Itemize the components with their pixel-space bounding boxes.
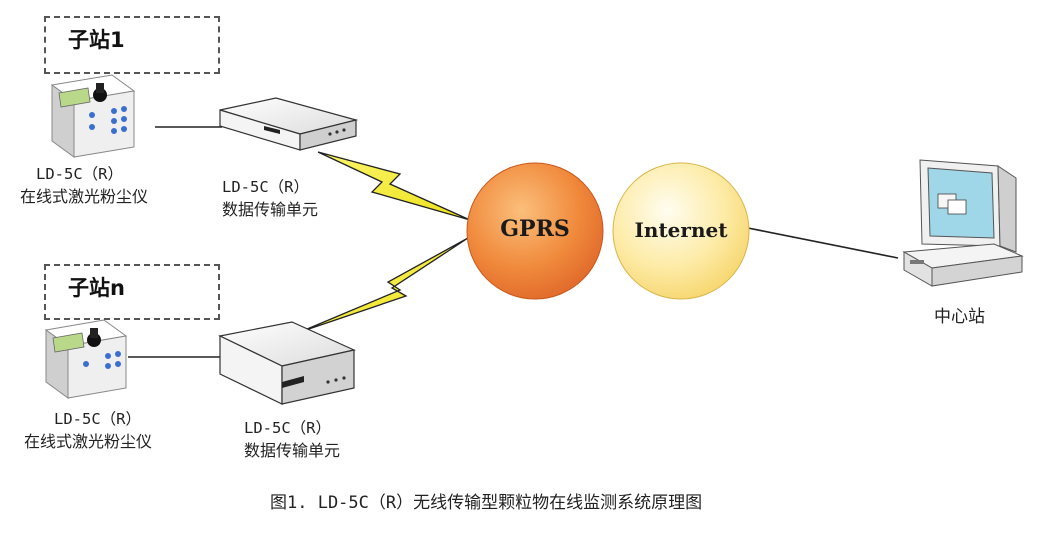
station-label-box: 子站1	[44, 16, 220, 74]
station-label: 子站n	[68, 276, 125, 300]
station-label: 子站1	[68, 28, 125, 52]
instrument-name-label: 在线式激光粉尘仪	[24, 432, 153, 451]
lightning-bolt-icon	[317, 151, 471, 221]
figure-caption: 图1. LD-5C（R）无线传输型颗粒物在线监测系统原理图	[270, 493, 703, 513]
station-label-box: 子站n	[44, 264, 220, 320]
connector-lines	[128, 126, 899, 358]
instrument-model-label: LD-5C（R）	[54, 410, 141, 428]
dtu-model-label: LD-5C（R）	[222, 178, 309, 196]
instrument-model-label: LD-5C（R）	[36, 165, 123, 183]
internet-circle	[612, 162, 750, 300]
link-internet-center	[747, 227, 899, 259]
dust-monitor-icon	[50, 74, 136, 158]
internet-label: Internet	[634, 218, 728, 242]
gprs-label: GPRS	[500, 216, 570, 242]
instrument-name-label: 在线式激光粉尘仪	[20, 187, 149, 206]
dtu-name-label: 数据传输单元	[222, 200, 319, 219]
lightning-bolt-icon	[299, 237, 469, 333]
computer-icon	[902, 159, 1024, 287]
dust-monitor-icon	[44, 319, 128, 399]
dtu-name-label: 数据传输单元	[244, 441, 341, 460]
gprs-circle	[466, 162, 604, 300]
dtu-modem-icon	[219, 97, 359, 151]
dtu-model-label: LD-5C（R）	[244, 419, 331, 437]
dtu-modem-icon	[218, 321, 356, 405]
center-station-label: 中心站	[934, 307, 985, 327]
